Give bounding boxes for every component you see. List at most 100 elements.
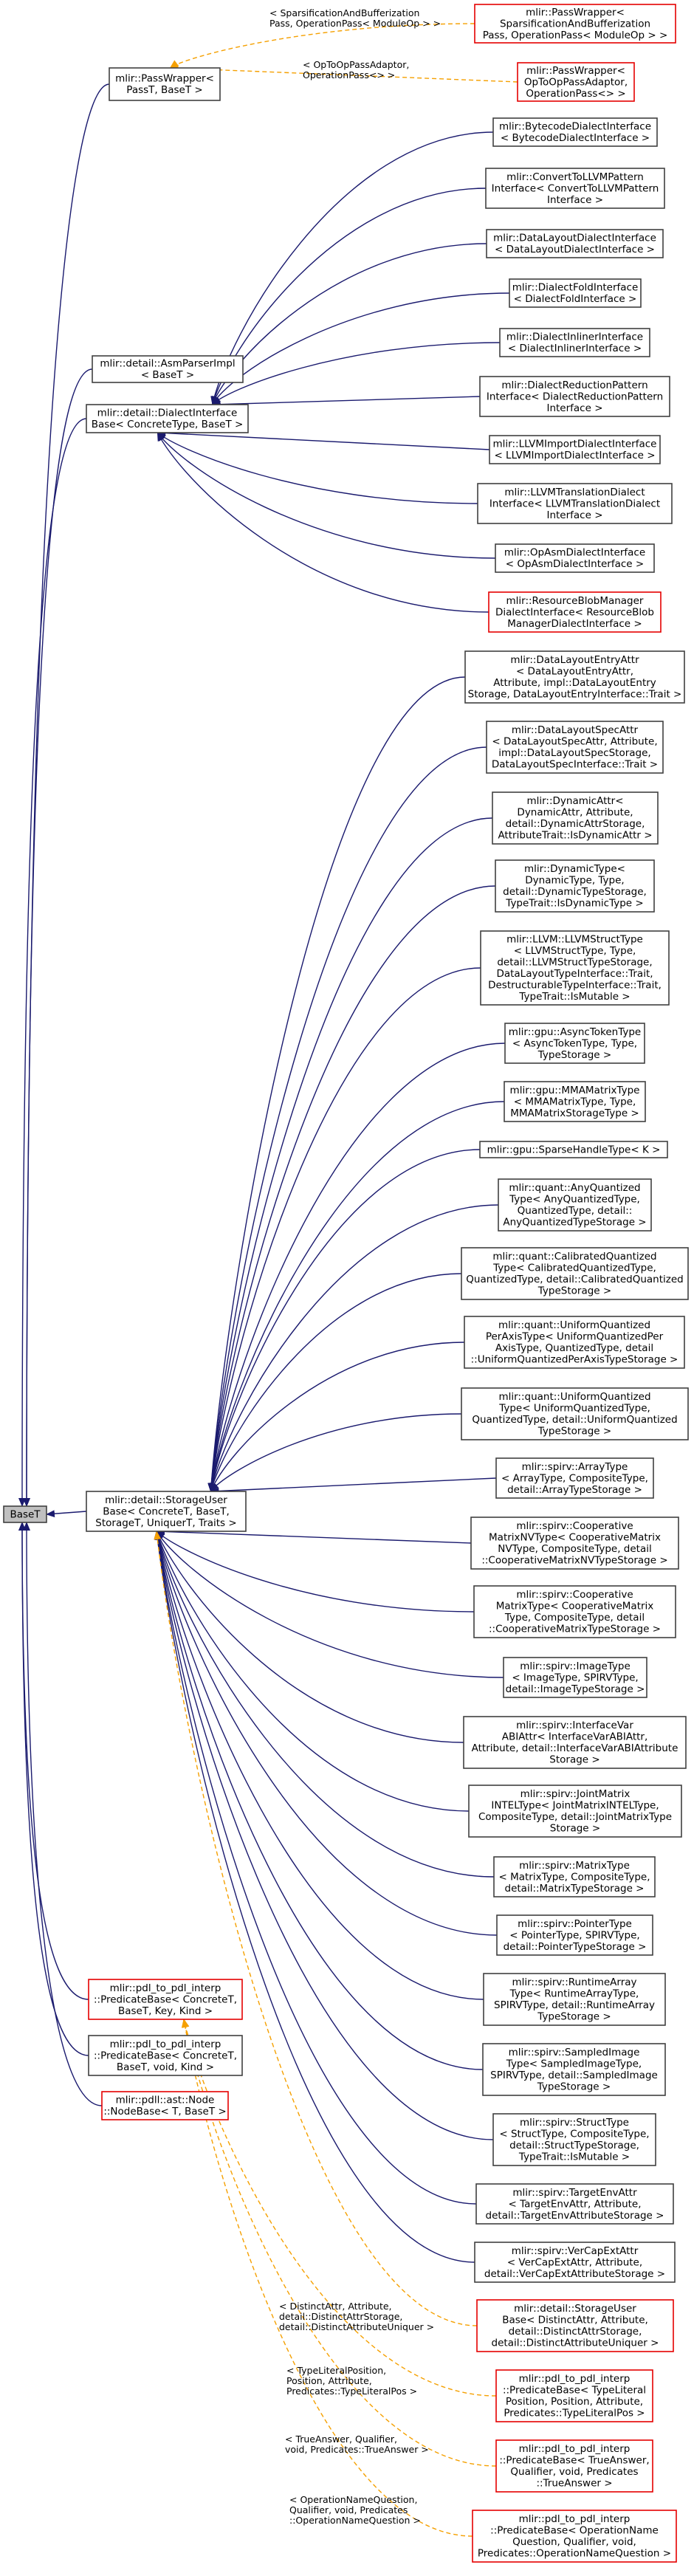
- class-node-nodebase[interactable]: mlir::pdll::ast::Node::NodeBase< T, Base…: [101, 2091, 229, 2120]
- class-node-su-coopnv[interactable]: mlir::spirv::CooperativeMatrixNVType< Co…: [470, 1517, 679, 1570]
- class-node-su-pointer[interactable]: mlir::spirv::PointerType< PointerType, S…: [496, 1914, 653, 1956]
- class-node-su-uqperaxis[interactable]: mlir::quant::UniformQuantizedPerAxisType…: [464, 1316, 685, 1369]
- class-node-di-opasm[interactable]: mlir::OpAsmDialectInterface< OpAsmDialec…: [495, 543, 655, 573]
- class-node-su-struct[interactable]: mlir::spirv::StructType< StructType, Com…: [492, 2113, 656, 2166]
- node-box: [492, 791, 659, 845]
- node-label-line: Interface< LLVMTranslationDialect: [489, 498, 660, 509]
- class-node-root[interactable]: BaseT: [3, 1505, 47, 1523]
- class-node-su-mmamatrix[interactable]: mlir::gpu::MMAMatrixType< MMAMatrixType,…: [504, 1081, 646, 1122]
- class-node-su-coop[interactable]: mlir::spirv::CooperativeMatrixType< Coop…: [473, 1585, 676, 1638]
- template-argument-label: < TypeLiteralPosition,: [286, 2365, 386, 2376]
- node-label-line: Interface< DialectReductionPattern: [487, 391, 663, 402]
- node-label-line: mlir::PassWrapper<: [115, 73, 214, 85]
- node-box: [461, 1247, 689, 1300]
- class-node-pred-kind[interactable]: mlir::pdl_to_pdl_interp::PredicateBase< …: [88, 1979, 243, 2020]
- class-node-pred-typeliteral[interactable]: mlir::pdl_to_pdl_interp::PredicateBase< …: [495, 2369, 653, 2422]
- class-node-su-sampledimage[interactable]: mlir::spirv::SampledImageType< SampledIm…: [482, 2043, 666, 2096]
- class-node-su-dlspec[interactable]: mlir::DataLayoutSpecAttr< DataLayoutSpec…: [486, 721, 664, 774]
- class-node-su-matrix[interactable]: mlir::spirv::MatrixType< MatrixType, Com…: [493, 1856, 656, 1897]
- node-box: [92, 355, 244, 383]
- node-label-line: DataLayoutTypeInterface::Trait,: [496, 968, 653, 980]
- template-argument-label: < OperationNameQuestion,: [289, 2494, 417, 2505]
- class-node-su-vercap[interactable]: mlir::spirv::VerCapExtAttr< VerCapExtAtt…: [474, 2242, 676, 2283]
- node-label-line: mlir::spirv::RuntimeArray: [512, 1976, 636, 1988]
- node-label-line: mlir::spirv::Cooperative: [516, 1589, 633, 1601]
- node-label-line: < MMAMatrixType, Type,: [514, 1096, 636, 1107]
- inheritance-edge-pred-void: [18, 1522, 89, 2056]
- node-box: [468, 1785, 682, 1838]
- node-label-line: mlir::detail::StorageUser: [105, 1494, 227, 1506]
- class-node-di-datalayout[interactable]: mlir::DataLayoutDialectInterface< DataLa…: [486, 229, 664, 258]
- inheritance-edge-su-uquant: [210, 1413, 462, 1492]
- class-node-su-ifacevar[interactable]: mlir::spirv::InterfaceVarABIAttr< Interf…: [463, 1716, 687, 1769]
- node-label-line: < OpAsmDialectInterface >: [506, 558, 644, 570]
- node-label-line: Interface >: [546, 402, 602, 414]
- node-label-line: Type< SampledImageType,: [506, 2058, 642, 2070]
- class-node-asmparser[interactable]: mlir::detail::AsmParserImpl< BaseT >: [92, 355, 244, 383]
- node-label-line: mlir::spirv::PointerType: [518, 1918, 632, 1930]
- node-box: [101, 2091, 229, 2120]
- node-label-line: Position, Position, Attribute,: [506, 2396, 643, 2408]
- class-node-di-fold[interactable]: mlir::DialectFoldInterface< DialectFoldI…: [509, 278, 642, 308]
- node-label-line: < StructType, CompositeType,: [499, 2129, 649, 2140]
- node-label-line: mlir::spirv::SampledImage: [509, 2047, 640, 2058]
- node-label-line: detail::DynamicTypeStorage,: [503, 886, 647, 898]
- class-node-pred-trueanswer[interactable]: mlir::pdl_to_pdl_interp::PredicateBase< …: [495, 2439, 653, 2493]
- class-node-su-image[interactable]: mlir::spirv::ImageType< ImageType, SPIRV…: [503, 1657, 647, 1698]
- node-box: [463, 1716, 687, 1769]
- node-box: [472, 2510, 677, 2563]
- class-node-su-dyntype[interactable]: mlir::DynamicType<DynamicType, Type,deta…: [495, 859, 655, 913]
- class-node-di-resourceblob[interactable]: mlir::ResourceBlobManagerDialectInterfac…: [488, 591, 662, 633]
- class-node-su-uquant[interactable]: mlir::quant::UniformQuantizedType< Unifo…: [461, 1387, 689, 1440]
- node-label-line: ABIAttr< InterfaceVarABIAttr,: [502, 1731, 648, 1743]
- node-label-line: Interface< ConvertToLLVMPattern: [492, 182, 659, 194]
- class-node-pw-optoop[interactable]: mlir::PassWrapper<OpToOpPassAdaptor,Oper…: [517, 62, 635, 102]
- node-label-line: Storage, DataLayoutEntryInterface::Trait…: [468, 689, 682, 701]
- class-node-su-llvmstruct[interactable]: mlir::LLVM::LLVMStructType< LLVMStructTy…: [480, 930, 670, 1006]
- inheritance-edge-di-resourceblob: [157, 432, 489, 613]
- class-node-pred-void[interactable]: mlir::pdl_to_pdl_interp::PredicateBase< …: [88, 2035, 243, 2076]
- class-node-su-targetenv[interactable]: mlir::spirv::TargetEnvAttr< TargetEnvAtt…: [475, 2183, 674, 2225]
- class-node-di-reduction[interactable]: mlir::DialectReductionPatternInterface< …: [479, 376, 670, 417]
- class-node-di-inliner[interactable]: mlir::DialectInlinerInterface< DialectIn…: [499, 328, 650, 357]
- node-label-line: ::UniformQuantizedPerAxisTypeStorage >: [471, 1354, 678, 1366]
- node-label-line: Type< AnyQuantizedType,: [509, 1194, 640, 1206]
- node-label-line: ::TrueAnswer >: [536, 2478, 612, 2490]
- class-node-su-arraytype[interactable]: mlir::spirv::ArrayType< ArrayType, Compo…: [495, 1457, 654, 1499]
- inheritance-edge-su-sparsehandle: [208, 1149, 481, 1492]
- class-node-su-dynattr[interactable]: mlir::DynamicAttr<DynamicAttr, Attribute…: [492, 791, 659, 845]
- class-node-su-asynctoken[interactable]: mlir::gpu::AsyncTokenType< AsyncTokenTyp…: [504, 1023, 645, 1064]
- node-box: [495, 1457, 654, 1499]
- node-label-line: Base< ConcreteT, BaseT,: [103, 1505, 230, 1517]
- class-node-su-calquant[interactable]: mlir::quant::CalibratedQuantizedType< Ca…: [461, 1247, 689, 1300]
- class-node-su-sparsehandle[interactable]: mlir::gpu::SparseHandleType< K >: [479, 1141, 668, 1158]
- node-label-line: < DataLayoutSpecAttr, Attribute,: [492, 736, 657, 748]
- node-label-line: mlir::spirv::Cooperative: [516, 1520, 633, 1532]
- class-node-pred-opname[interactable]: mlir::pdl_to_pdl_interp::PredicateBase< …: [472, 2510, 677, 2563]
- node-box: [504, 1023, 645, 1064]
- class-node-di-llvmimport[interactable]: mlir::LLVMImportDialectInterface< LLVMIm…: [489, 435, 661, 464]
- node-label-line: mlir::gpu::MMAMatrixType: [510, 1085, 640, 1096]
- class-node-su-rtarray[interactable]: mlir::spirv::RuntimeArrayType< RuntimeAr…: [483, 1973, 666, 2026]
- class-node-passwrapper[interactable]: mlir::PassWrapper<PassT, BaseT >: [109, 67, 221, 101]
- class-node-su-anyquant[interactable]: mlir::quant::AnyQuantizedType< AnyQuanti…: [498, 1178, 652, 1232]
- inheritance-edge-su-calquant: [209, 1273, 462, 1492]
- node-label-line: mlir::spirv::StructType: [520, 2117, 629, 2129]
- inheritance-edge-passwrapper: [23, 83, 110, 1507]
- node-label-line: Type< RuntimeArrayType,: [509, 1988, 639, 2000]
- class-node-su-jointmatrix[interactable]: mlir::spirv::JointMatrixINTELType< Joint…: [468, 1785, 682, 1838]
- class-node-su-dlentry[interactable]: mlir::DataLayoutEntryAttr< DataLayoutEnt…: [464, 650, 685, 704]
- node-label-line: ::PredicateBase< ConcreteT,: [94, 2050, 237, 2061]
- class-node-di-bytecode[interactable]: mlir::BytecodeDialectInterface< Bytecode…: [492, 117, 658, 147]
- class-node-pw-sparse[interactable]: mlir::PassWrapper<SparsificationAndBuffe…: [474, 4, 676, 44]
- inheritance-edge-dialectiface: [18, 418, 87, 1507]
- node-label-line: mlir::spirv::JointMatrix: [520, 1788, 631, 1800]
- node-label-line: CompositeType, detail::JointMatrixType: [478, 1811, 672, 1823]
- node-label-line: INTELType< JointMatrixINTELType,: [491, 1800, 659, 1812]
- node-box: [498, 1178, 652, 1232]
